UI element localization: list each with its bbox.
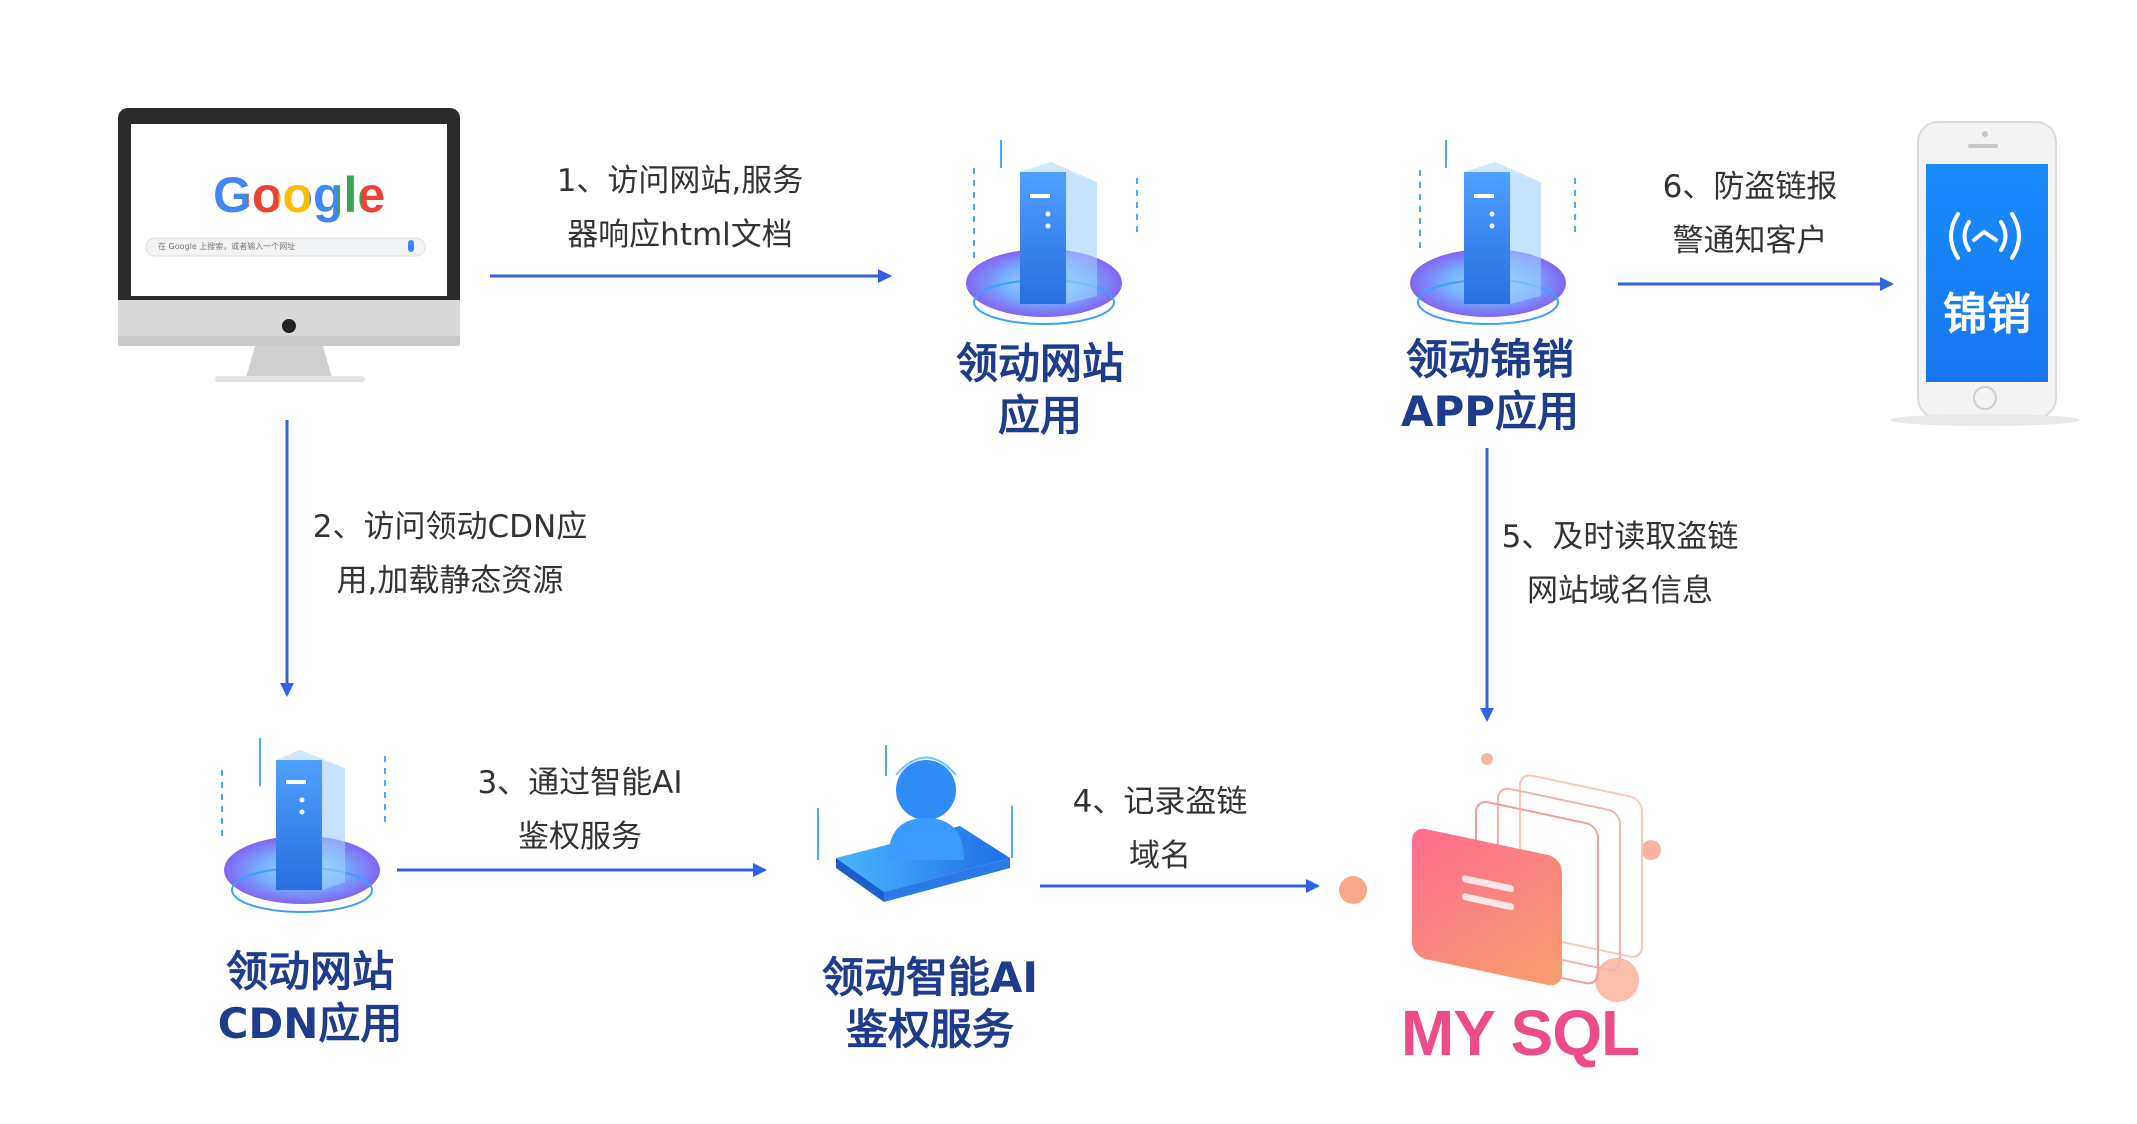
server-cdn-illustration (221, 738, 386, 913)
search-input[interactable]: 在 Google 上搜索，或者输入一个网址 (158, 242, 296, 251)
step5-line1: 5、及时读取盗链 (1501, 519, 1739, 555)
step2-line1: 2、访问领动CDN应 (312, 509, 588, 545)
step1-label: 1、访问网站,服务 器响应html文档 (520, 154, 840, 262)
phone-app-label: 锦销 (1943, 289, 2031, 340)
phone-illustration (1890, 121, 2080, 426)
node-ai-label: 领动智能AI 鉴权服务 (780, 952, 1080, 1056)
step2-line2: 用,加载静态资源 (336, 563, 564, 599)
step3-line2: 鉴权服务 (518, 819, 642, 855)
ai-auth-illustration (817, 745, 1013, 902)
node-cdn-label: 领动网站 CDN应用 (170, 946, 450, 1050)
step6-line2: 警通知客户 (1672, 223, 1828, 259)
node-ai-line1: 领动智能AI (821, 953, 1039, 1002)
node-web-app-line2: 应用 (997, 391, 1082, 440)
node-web-app-line1: 领动网站 (955, 339, 1124, 388)
step3-line1: 3、通过智能AI (477, 765, 683, 801)
google-logo-text: Google (213, 167, 386, 223)
mysql-illustration (1339, 753, 1661, 1002)
step4-label: 4、记录盗链 域名 (1050, 775, 1270, 883)
step2-label: 2、访问领动CDN应 用,加载静态资源 (300, 500, 600, 608)
step1-line1: 1、访问网站,服务 (556, 163, 804, 199)
step6-label: 6、防盗链报 警通知客户 (1640, 160, 1860, 268)
step5-line2: 网站域名信息 (1527, 573, 1713, 609)
node-app-line1: 领动锦销 (1405, 335, 1574, 384)
mysql-label: MY SQL (1400, 997, 1640, 1069)
step4-line1: 4、记录盗链 (1072, 784, 1248, 820)
step3-label: 3、通过智能AI 鉴权服务 (450, 756, 710, 864)
mic-icon[interactable] (408, 240, 414, 252)
node-ai-line2: 鉴权服务 (845, 1005, 1014, 1054)
computer-illustration (118, 108, 460, 382)
step1-line2: 器响应html文档 (567, 217, 793, 253)
step4-line2: 域名 (1129, 838, 1191, 874)
node-cdn-line2: CDN应用 (217, 999, 403, 1048)
node-web-app-label: 领动网站 应用 (900, 338, 1180, 442)
server-website-illustration (966, 140, 1138, 325)
step5-label: 5、及时读取盗链 网站域名信息 (1485, 510, 1755, 618)
node-cdn-line1: 领动网站 (225, 947, 394, 996)
node-app-label: 领动锦销 APP应用 (1350, 334, 1630, 438)
node-app-line2: APP应用 (1400, 387, 1580, 436)
server-app-illustration (1410, 140, 1576, 325)
step6-line1: 6、防盗链报 (1662, 169, 1838, 205)
google-logo: Google (213, 166, 385, 224)
